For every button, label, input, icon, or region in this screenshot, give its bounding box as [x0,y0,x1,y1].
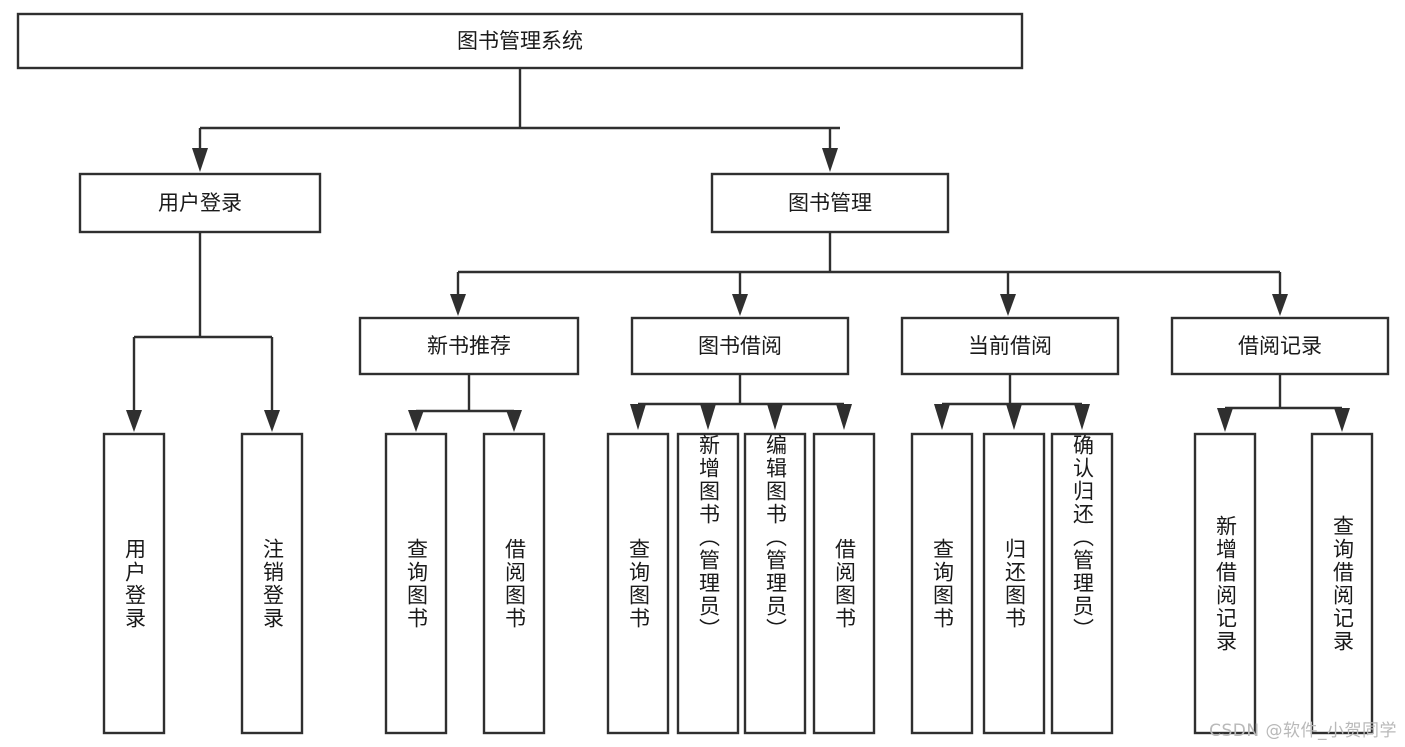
leaf-box-nbr-borrow-book[interactable] [482,432,546,735]
connector-group-current-borrow [934,374,1090,430]
node-book-management-label: 图书管理 [788,191,872,215]
leaf-box-logout[interactable] [240,432,304,735]
arrow-head-current-borrow [1000,294,1016,316]
leaf-box-cb-confirm-return[interactable] [1050,432,1114,735]
leaf-box-bb-query-book[interactable] [606,432,670,735]
arrow-head-book-manage [822,148,838,172]
node-book-management-box[interactable] [710,172,950,234]
connector-group-borrow-record [1217,374,1350,432]
node-current-borrow-label: 当前借阅 [968,334,1052,358]
node-root-system-box[interactable] [16,12,1024,70]
arrow-head-cb-query [934,404,950,430]
arrow-head-book-borrow [732,294,748,316]
arrow-head-user-login [192,148,208,172]
leaf-box-bb-add-book[interactable] [676,432,740,735]
node-borrow-record[interactable]: 借阅记录 [1170,316,1390,376]
node-book-borrow-label: 图书借阅 [698,334,782,358]
arrow-head-bb-add [700,404,716,430]
node-user-login-box[interactable] [78,172,322,234]
leaf-box-bb-borrow-book[interactable] [812,432,876,735]
node-new-book-recommend[interactable]: 新书推荐 [358,316,580,376]
connector-group-book-manage [450,232,1288,316]
connector-group-user-login [126,232,280,432]
leaf-box-nbr-query-book[interactable] [384,432,448,735]
arrow-head-nbr-query [408,410,424,432]
arrow-head-new-book-rec [450,294,466,316]
leaf-box-br-add-record[interactable] [1193,432,1257,735]
leaf-box-bb-edit-book[interactable] [743,432,807,735]
connector-group-new-book-rec [408,374,522,432]
leaf-box-user-login[interactable] [102,432,166,735]
node-book-borrow[interactable]: 图书借阅 [630,316,850,376]
arrow-head-nbr-borrow [506,410,522,432]
node-book-management[interactable]: 图书管理 [710,172,950,234]
arrow-head-leaf-logout [264,410,280,432]
arrow-head-bb-query [630,404,646,430]
arrow-head-bb-edit [767,404,783,430]
arrow-head-borrow-record [1272,294,1288,316]
node-user-login[interactable]: 用户登录 [78,172,322,234]
connector-group-root [192,68,840,172]
node-root-system[interactable]: 图书管理系统 [16,12,1024,70]
arrow-head-leaf-user-login [126,410,142,432]
arrow-head-br-add [1217,408,1233,432]
arrow-head-cb-confirm [1074,404,1090,430]
leaf-box-cb-return-book[interactable] [982,432,1046,735]
node-new-book-recommend-label: 新书推荐 [427,334,511,358]
leaf-box-cb-query-book[interactable] [910,432,974,735]
node-root-system-label: 图书管理系统 [457,29,583,53]
arrow-head-cb-return [1006,404,1022,430]
node-book-borrow-box[interactable] [630,316,850,376]
node-new-book-recommend-box[interactable] [358,316,580,376]
arrow-head-br-query [1334,408,1350,432]
node-current-borrow[interactable]: 当前借阅 [900,316,1120,376]
node-borrow-record-label: 借阅记录 [1238,334,1322,358]
connector-group-book-borrow [630,374,852,430]
csdn-watermark: CSDN @软件_小贺同学 [1209,721,1397,741]
node-borrow-record-box[interactable] [1170,316,1390,376]
node-user-login-label: 用户登录 [158,191,242,215]
leaf-box-br-query-record[interactable] [1310,432,1374,735]
arrow-head-bb-borrow [836,404,852,430]
node-current-borrow-box[interactable] [900,316,1120,376]
